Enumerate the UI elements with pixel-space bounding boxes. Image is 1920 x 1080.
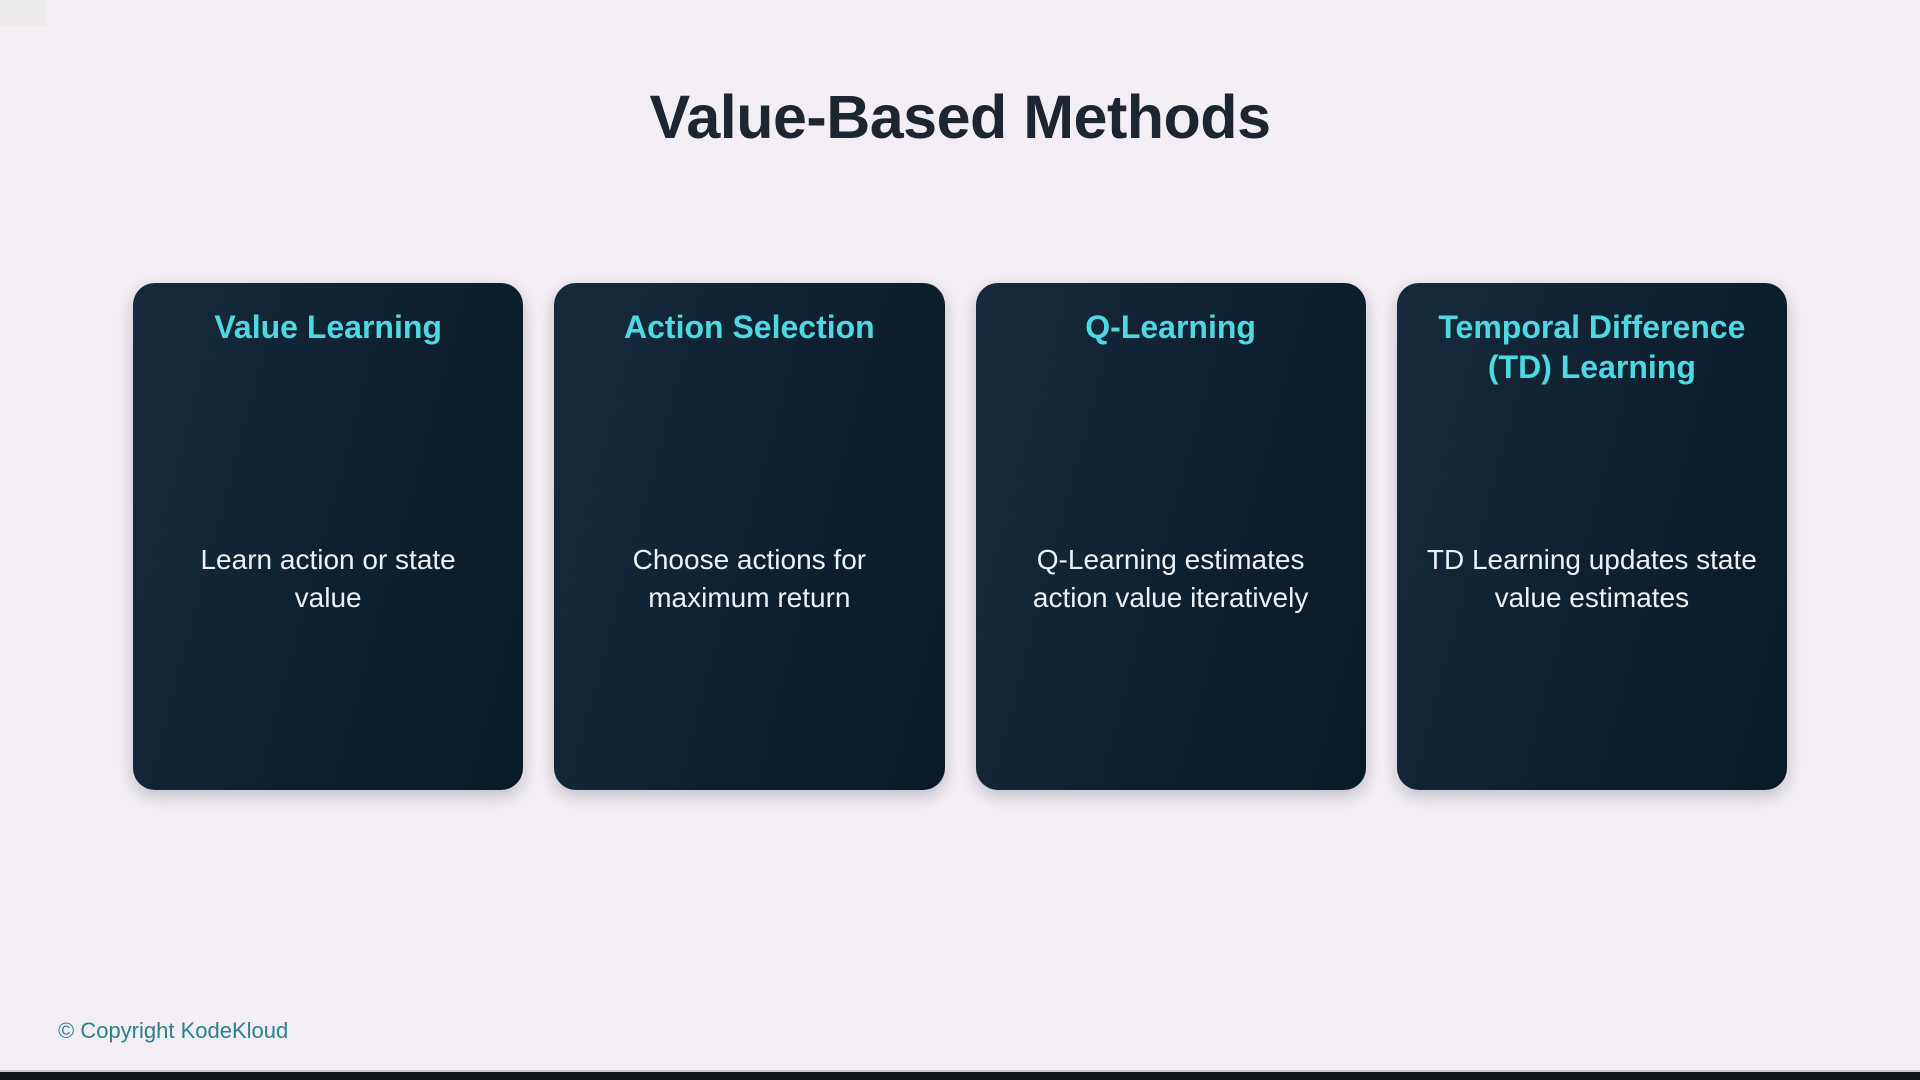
cards-row: Value Learning Learn action or state val… (133, 283, 1787, 790)
bottom-bar (0, 1070, 1920, 1080)
top-left-artifact (0, 0, 46, 26)
card-value-learning: Value Learning Learn action or state val… (133, 283, 524, 790)
card-action-selection: Action Selection Choose actions for maxi… (554, 283, 945, 790)
card-heading-q-learning: Q-Learning (1085, 309, 1256, 345)
card-body-action-selection: Choose actions for maximum return (632, 544, 867, 613)
copyright-notice: © Copyright KodeKloud (58, 1018, 289, 1043)
card-heading-action-selection: Action Selection (624, 309, 875, 345)
card-heading-td-learning: Temporal Difference (TD) Learning (1438, 309, 1746, 385)
card-heading-value-learning: Value Learning (214, 309, 442, 345)
card-body-q-learning: Q-Learning estimates action value iterat… (1032, 544, 1309, 613)
card-body-td-learning: TD Learning updates state value estimate… (1426, 544, 1757, 613)
card-td-learning: Temporal Difference (TD) Learning TD Lea… (1396, 283, 1787, 790)
card-body-value-learning: Learn action or state value (200, 544, 456, 613)
card-q-learning: Q-Learning Q-Learning estimates action v… (975, 283, 1366, 790)
page-title: Value-Based Methods (649, 83, 1272, 151)
